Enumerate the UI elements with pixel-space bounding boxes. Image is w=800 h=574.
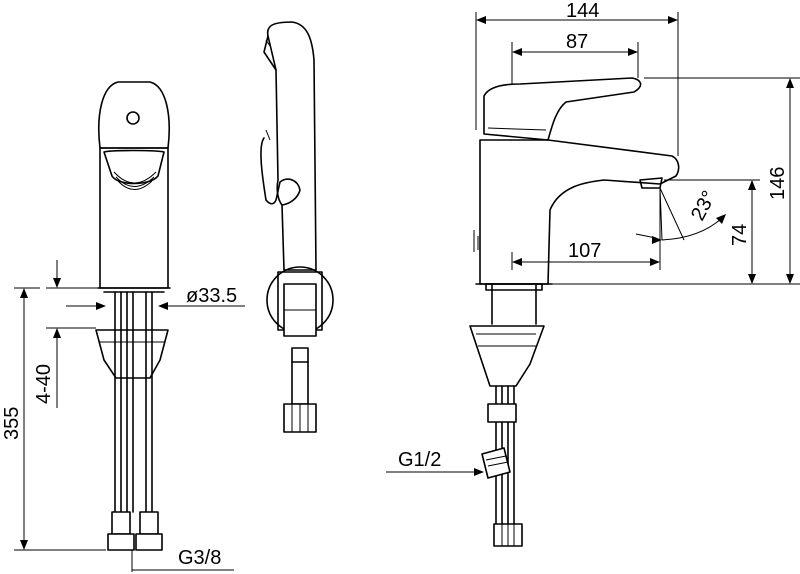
side-body: [479, 139, 680, 285]
side-fixing-bracket: [469, 325, 545, 387]
rear-view: [260, 21, 334, 433]
dim-deck-thickness-label: 4-40: [33, 364, 55, 404]
dim-total-width: 144: [475, 0, 679, 156]
dim-spout-angle-label: 23°: [687, 187, 721, 224]
front-handle: [98, 81, 170, 149]
dim-hose-length: 355: [1, 287, 106, 551]
rear-lever: [260, 137, 301, 206]
front-fixing-bracket: [95, 329, 169, 379]
dim-connection-thread: G1/2: [386, 449, 484, 476]
front-view: ø33.5 4-40 355 G3/8: [1, 81, 245, 572]
dim-deck-thickness: 4-40: [33, 260, 98, 408]
side-lever: [483, 77, 642, 141]
front-hose-nuts: [107, 511, 163, 551]
side-view: 144 87 146 74: [386, 0, 800, 547]
dim-spout-height-label: 74: [729, 224, 751, 246]
side-connector: [481, 447, 511, 479]
dim-hole-diameter-label: ø33.5: [186, 285, 237, 307]
dim-hose-length-label: 355: [1, 407, 23, 440]
rear-spout: [266, 21, 317, 271]
front-hoses: [114, 291, 153, 513]
rear-hose-connector: [291, 347, 309, 363]
dim-spout-reach: 107: [511, 188, 661, 270]
dim-inlet-thread-label: G3/8: [178, 547, 221, 569]
dim-total-height-label: 146: [767, 167, 789, 200]
dim-spout-angle: 23°: [635, 187, 726, 244]
front-handle-indicator: [126, 111, 140, 125]
dim-hole-diameter: ø33.5: [66, 285, 245, 310]
dim-lever-length-label: 87: [566, 31, 588, 53]
dim-total-height: 146: [552, 77, 800, 285]
dim-spout-reach-label: 107: [568, 240, 601, 262]
dim-spout-height: 74: [664, 179, 760, 284]
dim-lever-length: 87: [511, 31, 639, 84]
dim-total-width-label: 144: [566, 0, 599, 22]
dim-inlet-thread: G3/8: [131, 547, 234, 572]
dim-connection-thread-label: G1/2: [398, 449, 441, 471]
